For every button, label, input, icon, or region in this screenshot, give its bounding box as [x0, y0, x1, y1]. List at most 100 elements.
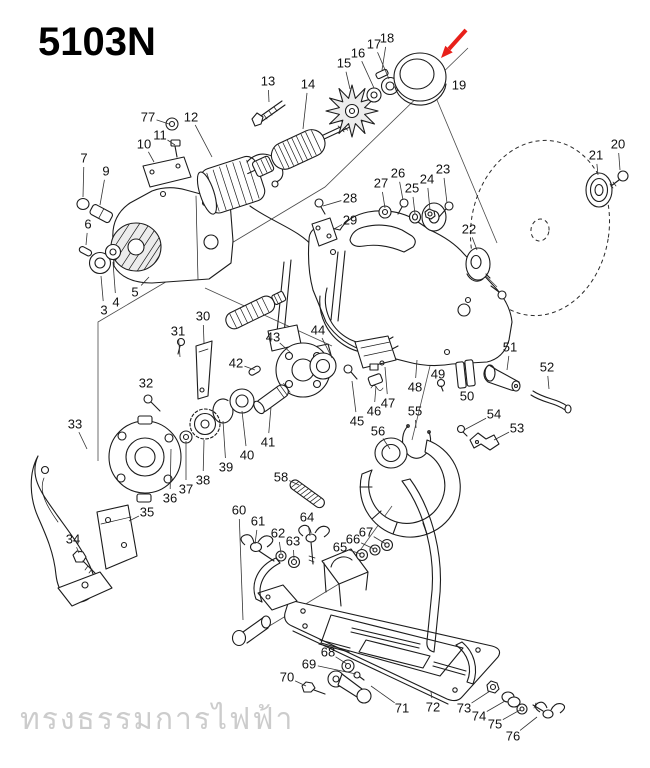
svg-text:21: 21 [589, 148, 603, 163]
part-label-4: 4 [112, 261, 120, 310]
svg-text:16: 16 [351, 46, 365, 61]
part-label-39: 39 [219, 420, 233, 475]
lever-plate-drawing [176, 337, 261, 400]
svg-text:49: 49 [431, 367, 445, 382]
svg-text:54: 54 [487, 407, 501, 422]
part-label-50: 50 [460, 389, 474, 404]
svg-text:65: 65 [333, 540, 347, 555]
svg-text:71: 71 [395, 701, 409, 716]
part-label-33: 33 [68, 417, 88, 450]
saw-blade-outline [469, 139, 611, 317]
fan-drawing [325, 84, 379, 138]
part-label-21: 21 [589, 148, 603, 176]
svg-text:40: 40 [240, 448, 254, 463]
part-label-71: 71 [370, 685, 409, 716]
svg-text:64: 64 [300, 510, 314, 525]
part-label-74: 74 [472, 700, 506, 724]
guide-lever-drawing [30, 455, 138, 607]
svg-text:4: 4 [112, 295, 119, 310]
part-label-66: 66 [346, 532, 375, 550]
part-label-19: 19 [452, 78, 466, 93]
svg-text:5: 5 [131, 285, 138, 300]
svg-text:42: 42 [229, 356, 243, 371]
svg-text:51: 51 [503, 340, 517, 355]
part-label-47: 47 [381, 366, 395, 411]
part-label-9: 9 [99, 164, 110, 206]
part-label-23: 23 [436, 162, 450, 204]
part-label-53: 53 [493, 421, 524, 441]
part-label-45: 45 [350, 380, 364, 429]
svg-text:67: 67 [359, 525, 373, 540]
part-label-46: 46 [367, 385, 381, 419]
svg-text:52: 52 [540, 360, 554, 375]
part-label-70: 70 [280, 670, 307, 687]
svg-text:74: 74 [472, 709, 486, 724]
svg-text:44: 44 [311, 323, 325, 338]
part-label-32: 32 [139, 376, 153, 391]
svg-text:33: 33 [68, 417, 82, 432]
svg-text:15: 15 [337, 56, 351, 71]
svg-text:63: 63 [286, 534, 300, 549]
part-label-38: 38 [196, 439, 210, 488]
svg-text:14: 14 [301, 77, 315, 92]
svg-text:39: 39 [219, 460, 233, 475]
part-label-24: 24 [420, 172, 434, 211]
part-label-5: 5 [131, 276, 150, 300]
base-plate-drawing [253, 478, 501, 705]
part-label-67: 67 [359, 525, 387, 545]
part-label-58: 58 [274, 470, 300, 486]
svg-text:61: 61 [251, 514, 265, 529]
part-label-64: 64 [300, 510, 314, 537]
part-label-37: 37 [179, 441, 193, 497]
svg-text:73: 73 [457, 701, 471, 716]
svg-text:23: 23 [436, 162, 450, 177]
svg-text:24: 24 [420, 172, 434, 187]
part-label-76: 76 [506, 716, 538, 744]
svg-text:13: 13 [261, 74, 275, 89]
through-bolt-drawing [251, 100, 286, 127]
svg-text:68: 68 [321, 645, 335, 660]
part-label-63: 63 [286, 534, 300, 560]
svg-text:69: 69 [302, 657, 316, 672]
motor-bearing-drawing [76, 197, 122, 275]
svg-text:11: 11 [153, 128, 167, 143]
part-label-62: 62 [271, 526, 285, 554]
svg-text:22: 22 [462, 222, 476, 237]
part-label-40: 40 [240, 410, 254, 463]
part-label-77: 77 [141, 110, 170, 125]
part-label-30: 30 [196, 309, 210, 344]
page-title: 5103N [38, 20, 156, 64]
svg-text:70: 70 [280, 670, 294, 685]
svg-text:26: 26 [391, 166, 405, 181]
svg-text:50: 50 [460, 389, 474, 404]
svg-text:30: 30 [196, 309, 210, 324]
field-coil-drawing [196, 153, 321, 256]
part-label-69: 69 [302, 657, 357, 675]
part-label-35: 35 [128, 505, 154, 522]
part-label-49: 49 [431, 367, 445, 382]
part-label-52: 52 [540, 360, 554, 390]
blade-case-drawing [267, 202, 513, 374]
svg-text:35: 35 [140, 505, 154, 520]
svg-text:12: 12 [184, 110, 198, 125]
svg-text:45: 45 [350, 414, 364, 429]
svg-text:29: 29 [343, 213, 357, 228]
svg-text:6: 6 [84, 217, 91, 232]
part-label-25: 25 [405, 181, 419, 215]
svg-text:10: 10 [137, 137, 151, 152]
svg-text:48: 48 [408, 380, 422, 395]
part-label-11: 11 [153, 128, 176, 146]
part-label-75: 75 [488, 709, 521, 732]
part-label-29: 29 [333, 213, 357, 230]
shop-watermark: ทรงธรรมการไฟฟ้า [20, 703, 295, 736]
svg-text:55: 55 [408, 404, 422, 419]
part-label-60: 60 [232, 503, 246, 621]
svg-text:47: 47 [381, 396, 395, 411]
svg-text:25: 25 [405, 181, 419, 196]
svg-text:66: 66 [346, 532, 360, 547]
svg-text:38: 38 [196, 473, 210, 488]
part-label-72: 72 [426, 691, 440, 715]
part-label-28: 28 [322, 191, 357, 207]
part-label-6: 6 [84, 217, 92, 246]
part-label-34: 34 [66, 532, 80, 554]
